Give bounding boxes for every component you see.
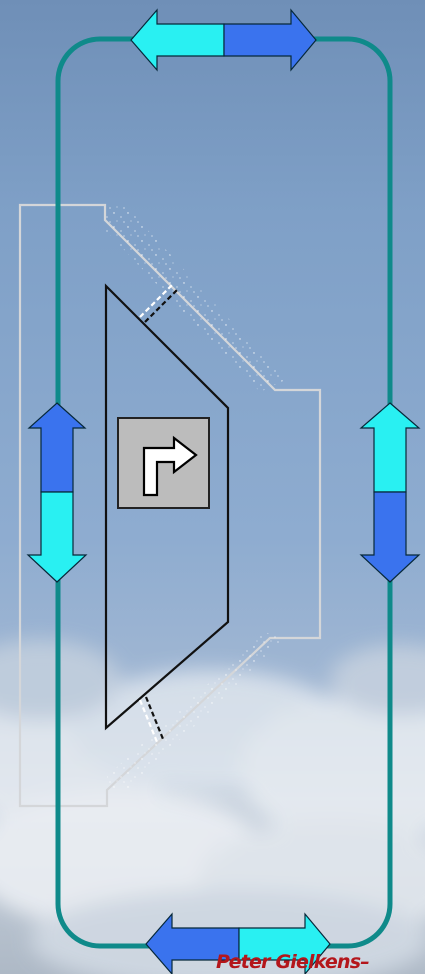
inner-trapezoid [104,283,230,731]
road-speckles [105,205,285,790]
right-double-arrow [359,402,421,583]
top-double-arrow [130,8,317,72]
author-credit: Peter Gielkens– [216,951,370,973]
turn-right-sign [117,417,210,509]
left-double-arrow [26,402,88,583]
bottom-double-arrow [145,912,331,974]
turn-right-arrow-icon [142,435,198,497]
